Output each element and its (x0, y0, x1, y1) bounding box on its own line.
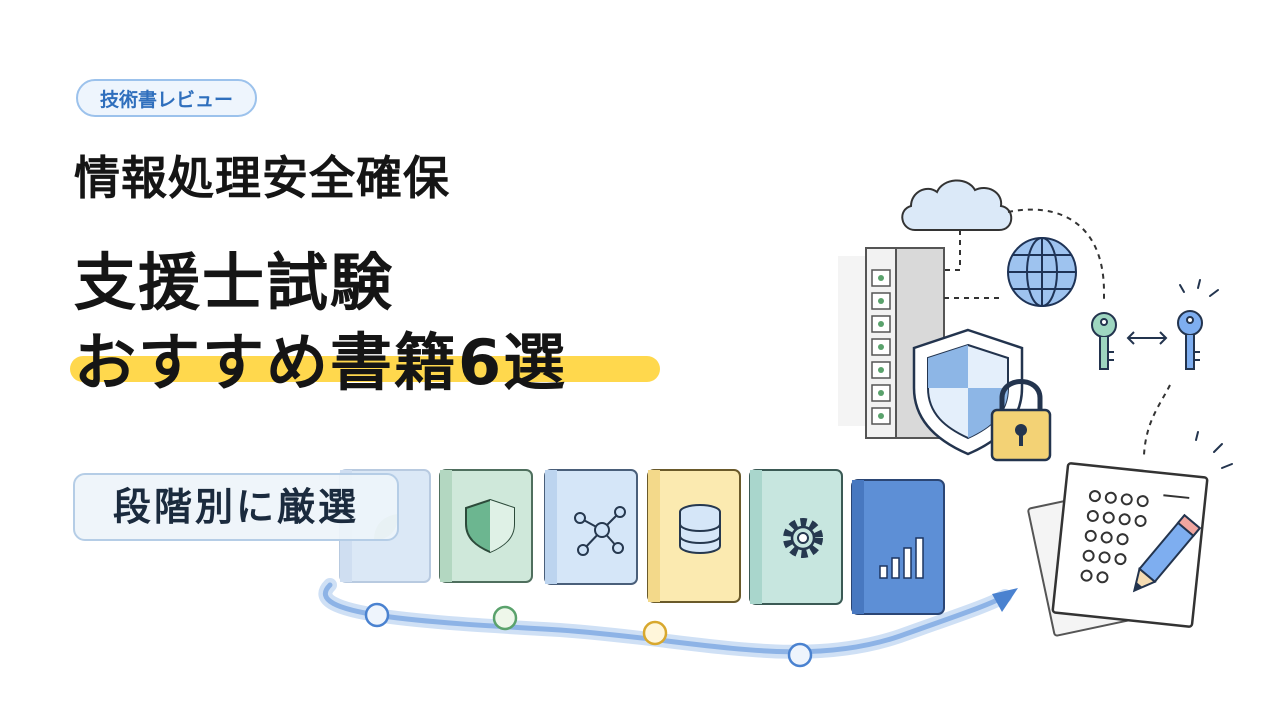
network-icon (574, 506, 626, 556)
connector-line (942, 230, 961, 271)
cloud-icon (901, 179, 1013, 231)
gear-icon (783, 518, 823, 558)
milestone-dot (642, 620, 668, 646)
page-title-line-1: 情報処理安全確保 (74, 151, 450, 205)
milestone-dot (492, 605, 518, 631)
key-icon (1177, 310, 1203, 370)
book-5 (749, 469, 843, 605)
connector-line (1007, 208, 1105, 302)
arrow-head-icon (992, 588, 1018, 612)
progress-path (318, 578, 1018, 668)
page-title-line-3: おすすめ書籍6選 (74, 326, 568, 399)
padlock-icon (990, 379, 1052, 462)
double-arrow-icon (1126, 331, 1168, 345)
sparkle-lines (1179, 279, 1233, 469)
exam-sheet-icon (1027, 462, 1209, 637)
book-2 (439, 469, 533, 583)
globe-icon (1007, 237, 1077, 307)
milestone-dot (364, 602, 390, 628)
key-icon (1091, 312, 1117, 370)
book-3 (544, 469, 638, 585)
category-tag: 技術書レビュー (76, 79, 258, 117)
page-title-line-2: 支援士試験 (74, 246, 395, 319)
title-highlight-bar (70, 356, 660, 382)
book-6 (851, 479, 945, 615)
bar-chart-icon (879, 537, 924, 579)
connector-line (1143, 384, 1171, 456)
book-4 (647, 469, 741, 603)
database-icon (679, 504, 721, 555)
pencil-icon (1132, 513, 1202, 593)
milestone-dot (787, 642, 813, 668)
selection-badge: 段階別に厳選 (73, 473, 399, 541)
